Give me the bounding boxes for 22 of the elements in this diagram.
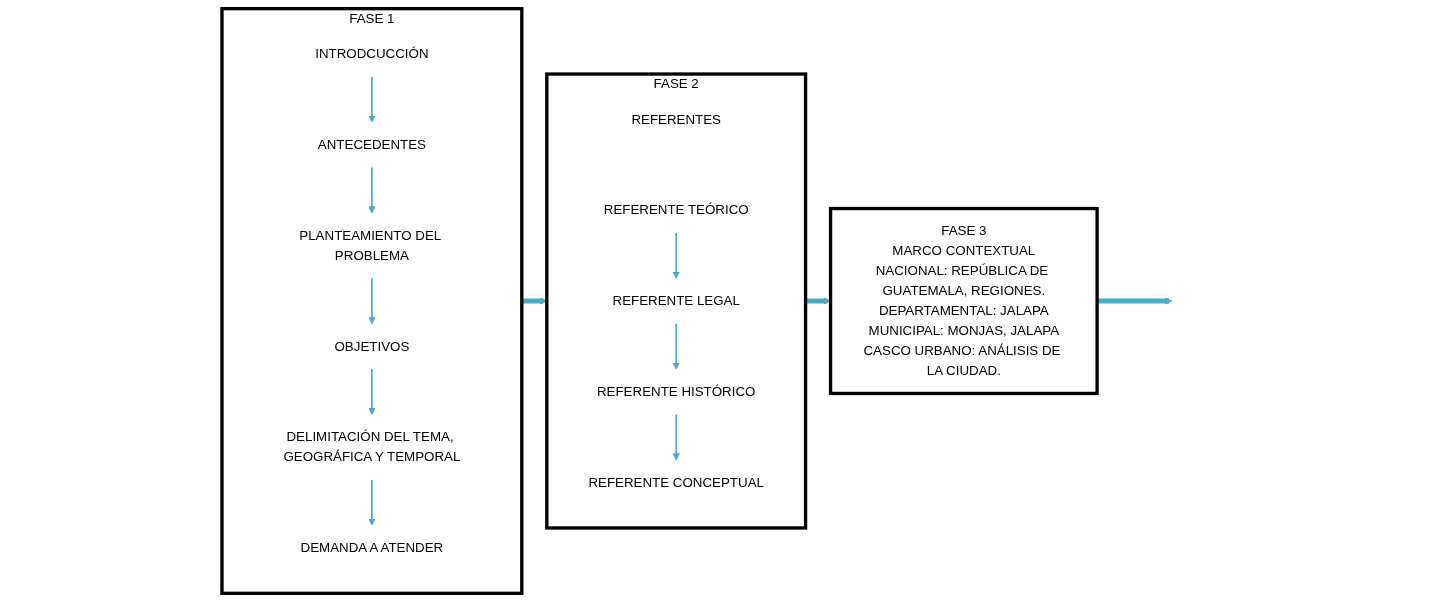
node-text: OBJETIVOS bbox=[334, 338, 410, 354]
node-text: PLANTEAMIENTO DEL PROBLEMA bbox=[299, 228, 441, 263]
node-text: REFERENTE LEGAL bbox=[612, 293, 740, 308]
node-text: REFERENTES bbox=[631, 111, 721, 127]
node-box: FASE 3 MARCO CONTEXTUAL NACIONAL: REPÚBLICA DE GUATEMALA, REGIONES. DEPARTAMENTAL: JALAPA MUNICIPAL: MONJAS, JALAPA CASCO URBANO: ANÁLISIS DE LA CIUDAD. bbox=[828, 206, 1099, 396]
node-text: ANTECEDENTES bbox=[317, 137, 426, 152]
arrow bbox=[368, 368, 376, 415]
arrow bbox=[368, 75, 376, 123]
arrow bbox=[805, 297, 831, 305]
arrow bbox=[368, 166, 376, 214]
arrow bbox=[368, 277, 376, 325]
node-text: REFERENTE HISTÓRICO bbox=[596, 384, 756, 399]
arrow bbox=[672, 413, 680, 461]
arrow bbox=[672, 322, 680, 370]
node-text: REFERENTE TEÓRICO bbox=[603, 202, 749, 217]
arrow bbox=[1096, 297, 1173, 305]
arrow bbox=[368, 478, 376, 526]
node-text: REFERENTE CONCEPTUAL bbox=[588, 475, 764, 490]
node-text: DEMANDA A ATENDER bbox=[300, 540, 444, 555]
node-text: DELIMITACIÓN DEL TEMA, GEOGRÁFICA Y TEMPORAL bbox=[283, 429, 461, 464]
arrow bbox=[672, 231, 680, 279]
node-text: INTRODCUCCIÓN bbox=[315, 46, 429, 61]
